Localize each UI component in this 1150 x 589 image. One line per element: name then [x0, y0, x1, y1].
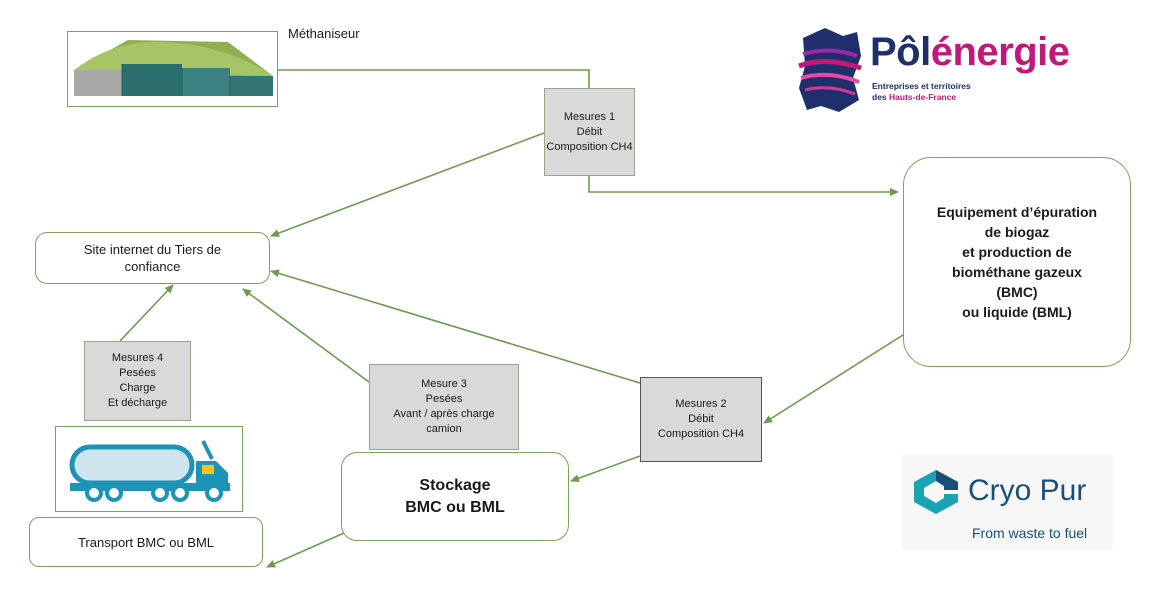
mesures-4-line: Mesures 4: [111, 352, 164, 364]
mesures-1-line: Composition CH4: [546, 140, 633, 153]
transport-box: Transport BMC ou BML: [29, 517, 263, 567]
polenergie-wordmark: Pôlénergie: [870, 30, 1070, 74]
polenergie-tagline-1: Entreprises et territoires: [872, 81, 971, 91]
mesures-1-line: Débit: [576, 125, 603, 138]
epuration-line: de biogaz: [984, 224, 1050, 240]
tanker-truck-icon: [69, 440, 230, 502]
cryopur-wordmark: Cryo Pur: [968, 474, 1087, 507]
cryopur-tagline: From waste to fuel: [972, 525, 1088, 541]
mesures-1-line: Mesures 1: [563, 110, 616, 123]
cryopur-mark-icon: [914, 470, 958, 514]
epuration-line: Equipement d’épuration: [936, 204, 1098, 220]
tiers-de-confiance-box: Site internet du Tiers de confiance: [35, 232, 270, 284]
arrow-mesures2-to-tiers: [270, 269, 641, 384]
mesures-4-line: Pesées: [119, 367, 156, 379]
arrow-mesures3-to-tiers: [242, 288, 370, 383]
arrow-mesures4-to-tiers: [119, 284, 174, 342]
mesures-2-line: Mesures 2: [675, 398, 727, 410]
mesures-4-line: Et décharge: [107, 397, 168, 409]
mesures-2-box: Mesures 2 Débit Composition CH4: [640, 377, 762, 462]
methaniseur-label: Méthaniseur: [288, 26, 360, 41]
arrow-stockage-to-transport: [266, 532, 345, 568]
epuration-equipment-box: Equipement d’épuration de biogaz et prod…: [903, 157, 1131, 367]
arrow-mesures1-to-epuration: [588, 176, 899, 196]
mesures-2-line: Composition CH4: [657, 428, 745, 440]
connector-methaniseur-to-mesures1: [278, 69, 590, 88]
mesure-3-line: camion: [426, 423, 462, 435]
arrow-mesures1-to-tiers: [270, 132, 545, 237]
polenergie-name-part2: énergie: [930, 30, 1070, 74]
tiers-line: confiance: [124, 259, 181, 274]
mesures-4-line: Charge: [119, 382, 156, 394]
transport-label: Transport BMC ou BML: [77, 534, 215, 550]
polenergie-tagline-prefix: des: [872, 92, 890, 102]
polenergie-name-part1: Pôl: [870, 30, 931, 74]
mesures-2-line: Débit: [688, 413, 714, 425]
epuration-line: ou liquide (BML): [962, 304, 1072, 320]
biogas-plant-icon: [74, 40, 273, 96]
methaniseur-image: [67, 31, 278, 107]
epuration-line: (BMC): [996, 284, 1038, 300]
truck-image: [55, 426, 243, 512]
mesure-3-line: Mesure 3: [421, 378, 467, 390]
mesures-1-box: Mesures 1 Débit Composition CH4: [544, 88, 635, 176]
stockage-box: Stockage BMC ou BML: [341, 452, 569, 541]
mesure-3-line: Avant / après charge: [393, 408, 495, 420]
mesure-3-line: Pesées: [425, 393, 463, 405]
polenergie-map-logo-icon: [798, 28, 862, 112]
polenergie-tagline-region: Hauts-de-France: [889, 92, 957, 102]
tiers-line: Site internet du Tiers de: [83, 242, 222, 257]
arrow-mesures2-to-stockage: [570, 455, 641, 483]
epuration-line: et production de: [962, 244, 1072, 260]
mesure-3-box: Mesure 3 Pesées Avant / après charge cam…: [369, 364, 519, 450]
stockage-line: Stockage: [419, 476, 491, 494]
epuration-line: biométhane gazeux: [952, 264, 1082, 280]
polenergie-tagline-2: des Hauts-de-France: [872, 92, 956, 102]
mesures-4-box: Mesures 4 Pesées Charge Et décharge: [84, 341, 191, 421]
arrow-epuration-to-mesures2: [763, 334, 904, 424]
stockage-line: BMC ou BML: [405, 498, 505, 516]
